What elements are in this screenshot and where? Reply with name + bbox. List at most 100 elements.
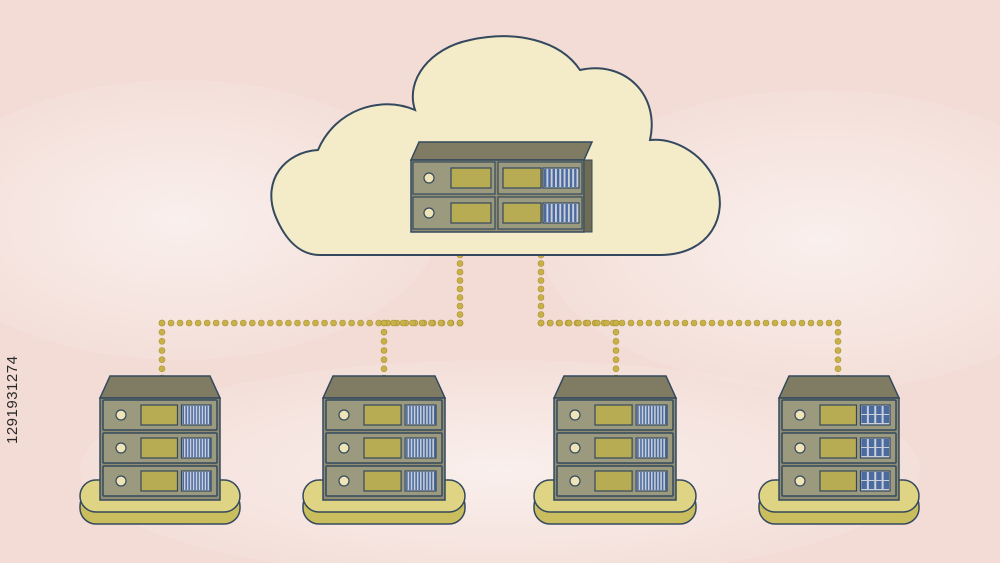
rack-unit xyxy=(556,465,674,497)
connector-dot xyxy=(612,338,620,345)
port-panel xyxy=(635,404,668,426)
connector-dot xyxy=(816,319,824,327)
cloud-server xyxy=(409,141,594,233)
port-panel xyxy=(859,470,891,492)
connector-dot xyxy=(537,268,545,276)
connector-dot xyxy=(409,319,416,327)
connector-dot xyxy=(537,260,545,267)
connector-dot xyxy=(221,319,229,327)
connector-dot xyxy=(699,319,707,327)
connector-dot xyxy=(834,328,842,336)
connector-dot xyxy=(321,319,328,327)
port-panel xyxy=(404,470,437,492)
connector-dot xyxy=(672,319,680,327)
drive-bay xyxy=(363,404,402,426)
connector-dot xyxy=(612,356,620,363)
rack-unit xyxy=(102,432,218,464)
connector-dot xyxy=(437,319,445,327)
connector-dot xyxy=(708,319,716,327)
stock-id-text: 1291931274 xyxy=(4,355,21,445)
connector-dot xyxy=(348,319,355,327)
connector-dot xyxy=(537,311,545,318)
connector-dot xyxy=(645,319,653,327)
drive-bay xyxy=(502,202,542,224)
connector-dot xyxy=(612,328,620,336)
port-panel xyxy=(635,437,668,459)
power-led-icon xyxy=(794,409,806,421)
connector-dot xyxy=(399,319,407,327)
power-led-icon xyxy=(794,442,806,454)
power-led-icon xyxy=(115,475,127,487)
connector-dot xyxy=(807,319,815,327)
connector-dot xyxy=(834,365,842,373)
connector-dot xyxy=(158,347,166,354)
connector-dot xyxy=(258,319,265,327)
port-panel xyxy=(180,470,212,492)
connector-dot xyxy=(825,319,833,327)
drive-bay xyxy=(819,404,858,426)
drive-bay xyxy=(363,437,402,459)
connector-dot xyxy=(556,319,564,327)
connector-dot xyxy=(456,268,464,276)
rack-unit xyxy=(412,196,583,230)
connector-path xyxy=(380,319,464,382)
rack-unit xyxy=(412,161,583,195)
power-led-icon xyxy=(338,409,350,421)
rack-unit xyxy=(556,432,674,464)
connector-dot xyxy=(267,319,274,327)
power-led-icon xyxy=(115,442,127,454)
connector-dot xyxy=(789,319,797,327)
connector-dot xyxy=(366,319,373,327)
connector-dot xyxy=(780,319,788,327)
drive-bay xyxy=(819,437,858,459)
port-panel xyxy=(859,404,891,426)
drive-bay xyxy=(594,404,633,426)
connector-dot xyxy=(834,347,842,354)
connector-dot xyxy=(575,319,582,327)
rack-unit xyxy=(325,465,443,497)
connector-dot xyxy=(690,319,698,327)
connector-dot xyxy=(584,319,592,327)
drive-bay xyxy=(819,470,858,492)
connector-dot xyxy=(158,356,166,363)
connector-dot xyxy=(537,294,545,301)
connector-dot xyxy=(285,319,292,327)
connector-dot xyxy=(380,338,388,345)
drive-bay xyxy=(363,470,402,492)
connector-dot xyxy=(194,319,202,327)
dotted-connectors xyxy=(158,251,842,382)
connector-dot xyxy=(185,319,193,327)
power-led-icon xyxy=(569,475,581,487)
connector-dot xyxy=(717,319,725,327)
connector-dot xyxy=(176,319,184,327)
drive-bay xyxy=(140,437,179,459)
rack-unit xyxy=(556,399,674,431)
drive-bay xyxy=(594,470,633,492)
connector-dot xyxy=(547,319,554,327)
rack-unit xyxy=(325,432,443,464)
connector-dot xyxy=(834,338,842,345)
connector-dot xyxy=(537,277,545,284)
connector-dot xyxy=(456,294,464,301)
port-panel xyxy=(404,404,437,426)
connector-dot xyxy=(744,319,752,327)
connector-dot xyxy=(239,319,247,327)
connector-dot xyxy=(158,365,166,373)
connector-dot xyxy=(636,319,644,327)
connector-dot xyxy=(537,285,545,293)
connector-dot xyxy=(380,347,388,354)
connector-dot xyxy=(771,319,779,327)
connector-dot xyxy=(612,365,620,373)
connector-dot xyxy=(603,319,610,327)
connector-dot xyxy=(456,277,464,284)
power-led-icon xyxy=(423,207,435,219)
rack-unit xyxy=(325,399,443,431)
drive-bay xyxy=(140,470,179,492)
rack-unit xyxy=(102,399,218,431)
port-panel xyxy=(180,437,212,459)
connector-dot xyxy=(735,319,743,327)
connector-dot xyxy=(612,347,620,354)
drive-bay xyxy=(594,437,633,459)
connector-dot xyxy=(418,319,426,327)
